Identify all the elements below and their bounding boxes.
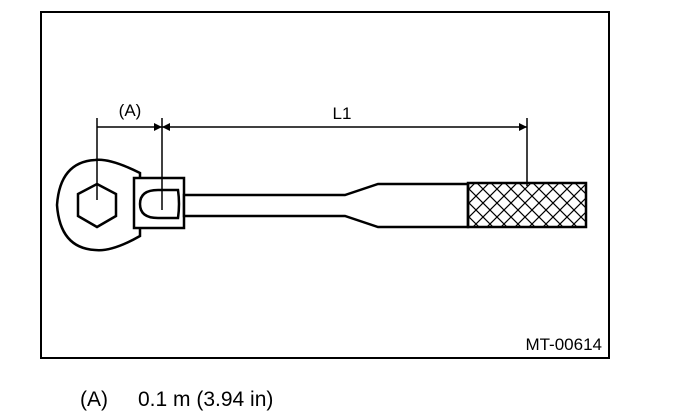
wrench-shaft xyxy=(182,182,470,229)
dimension-l1-label: L1 xyxy=(333,104,352,123)
dimension-a-label: (A) xyxy=(119,101,142,120)
wrench xyxy=(55,158,588,252)
figure-frame xyxy=(40,11,610,359)
figure-code: MT-00614 xyxy=(525,335,602,354)
torque-wrench-diagram: (A) L1 MT-00614 xyxy=(40,11,610,359)
legend-value: 0.1 m (3.94 in) xyxy=(138,388,274,411)
legend-row: (A) 0.1 m (3.94 in) xyxy=(80,388,273,412)
wrench-slot xyxy=(138,188,181,220)
wrench-grip xyxy=(466,181,588,229)
hex-socket-icon xyxy=(76,182,118,229)
legend-key: (A) xyxy=(80,388,108,411)
